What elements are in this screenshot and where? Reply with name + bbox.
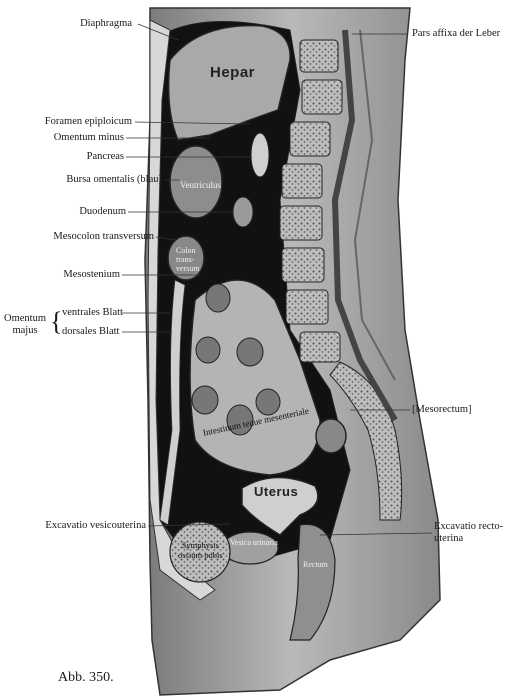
organ-label-ventriculus: Ventriculus [180, 180, 221, 190]
small-intestine [189, 279, 321, 476]
label-diaphragma: Diaphragma [80, 18, 132, 29]
bladder-shape [221, 531, 279, 565]
label-omentum-majus: Omentum majus [4, 313, 46, 336]
label-mesorectum: [Mesorectum] [412, 404, 472, 415]
organ-label-hepar: Hepar [210, 64, 256, 81]
pancreas-shape [250, 132, 270, 178]
leader-lines [122, 23, 433, 536]
omentum-brace: { [50, 307, 63, 336]
organ-label-vesica: Vesica urinaria [230, 538, 278, 547]
organ-label-uterus: Uterus [254, 484, 299, 499]
label-excavatio-rectouterina: Excavatio recto- uterina [434, 521, 504, 544]
organ-label-rectum: Rectum [303, 560, 328, 569]
label-pancreas: Pancreas [86, 151, 124, 162]
colon-shape [167, 235, 205, 281]
label-dorsales-blatt: dorsales Blatt [62, 326, 120, 337]
label-mesocolon-transversum: Mesocolon transversum [53, 231, 154, 242]
organ-label-symphysis: Symphysis ossium pubis [178, 540, 223, 560]
uterus-shape [241, 476, 319, 536]
label-pars-affixa: Pars affixa der Leber [412, 28, 501, 39]
omentum-majus-band [159, 279, 186, 526]
spinal-cord [331, 29, 398, 422]
label-excavatio-vesicouterina: Excavatio vesicouterina [45, 520, 146, 531]
rectum-shape [289, 523, 336, 641]
figure-caption: Abb. 350. [58, 670, 114, 685]
symphysis-shape [169, 521, 231, 583]
label-bursa-omentalis: Bursa omentalis (blau) [66, 174, 162, 185]
spinal-column [279, 39, 403, 521]
stomach [169, 145, 223, 219]
label-ventrales-blatt: ventrales Blatt [62, 307, 123, 318]
label-mesostenium: Mesostenium [63, 269, 120, 280]
label-duodenum: Duodenum [79, 206, 126, 217]
label-omentum-minus: Omentum minus [53, 132, 124, 143]
label-foramen-epiploicum: Foramen epiploicum [44, 116, 132, 127]
duodenum-shape [232, 196, 254, 228]
organ-label-colon: Colon trans- versum [176, 246, 200, 273]
sigmoid-colon [315, 418, 347, 454]
liver [167, 24, 291, 141]
